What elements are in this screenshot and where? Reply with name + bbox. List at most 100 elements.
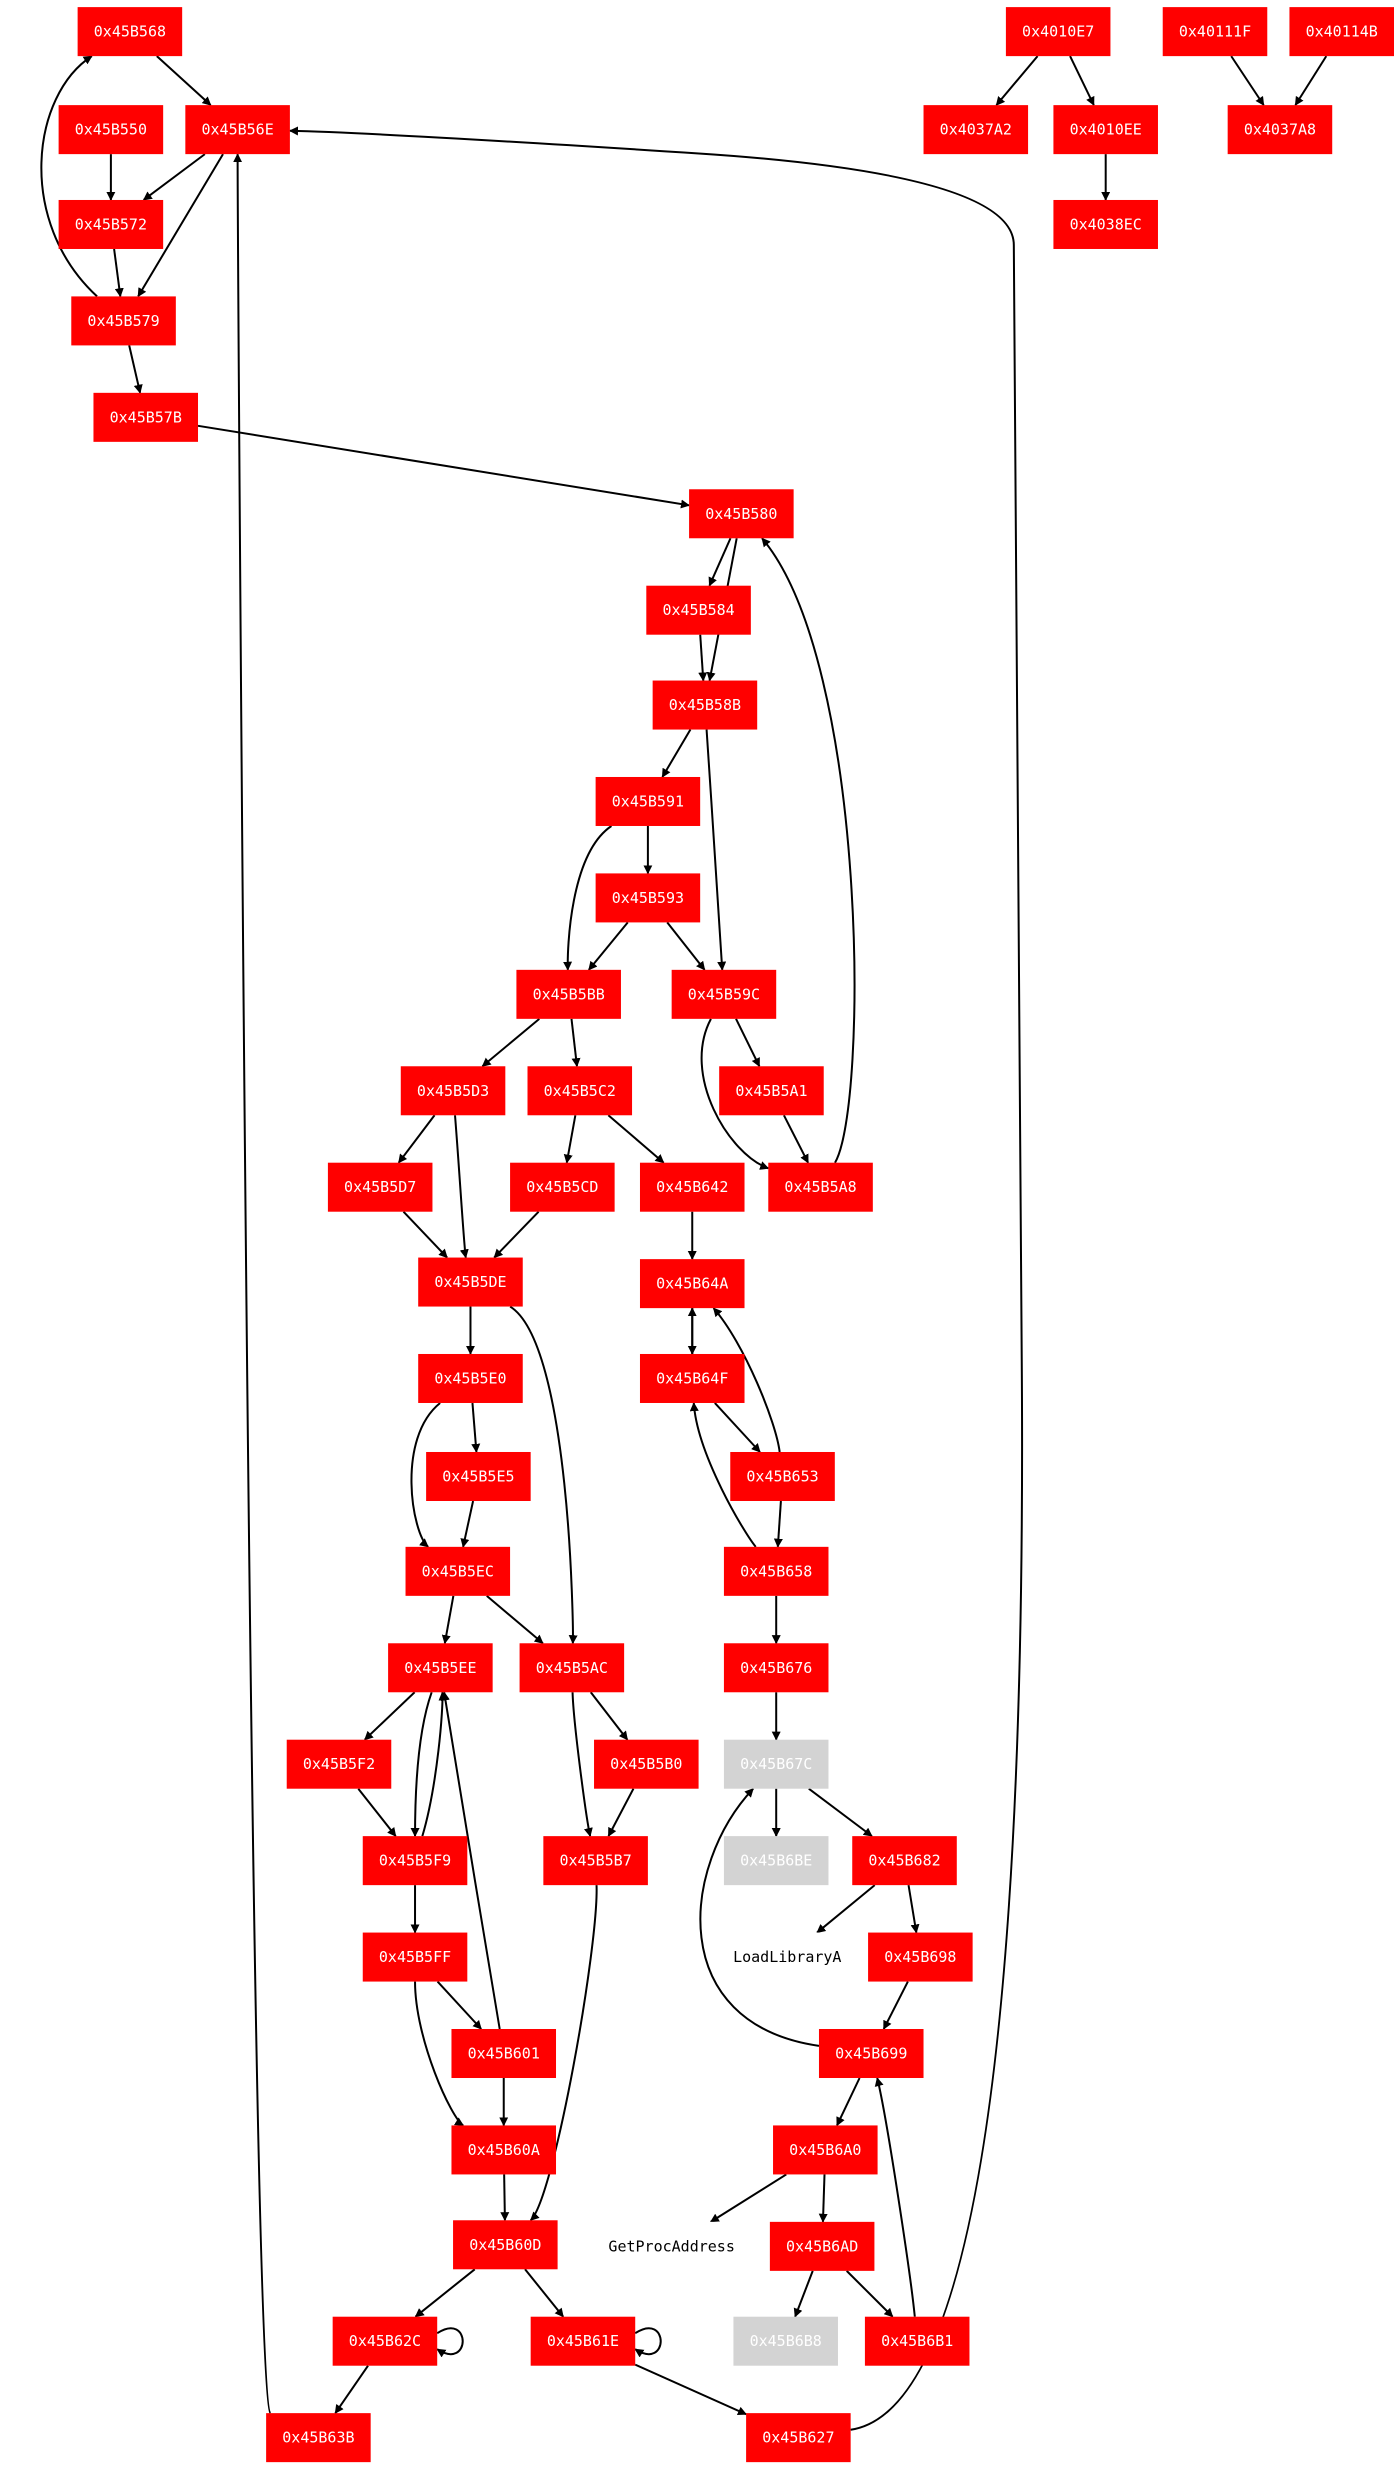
graph-node-601[interactable]: 0x45B601 (451, 2028, 557, 2079)
node-box (723, 1643, 829, 1693)
graph-node-5B0[interactable]: 0x45B5B0 (594, 1739, 699, 1789)
graph-node-5EC[interactable]: 0x45B5EC (405, 1546, 511, 1596)
graph-node-580[interactable]: 0x45B580 (689, 489, 794, 539)
node-box (266, 2413, 371, 2463)
graph-node-676[interactable]: 0x45B676 (723, 1643, 829, 1693)
graph-node-5BB[interactable]: 0x45B5BB (516, 969, 621, 1019)
node-box (362, 1836, 468, 1886)
graph-node-5A1[interactable]: 0x45B5A1 (719, 1066, 824, 1116)
graph-node-56E[interactable]: 0x45B56E (185, 105, 290, 155)
graph-node-5C2[interactable]: 0x45B5C2 (527, 1066, 633, 1116)
node-box (773, 2125, 878, 2175)
graph-node-64F[interactable]: 0x45B64F (639, 1353, 745, 1403)
graph-node-61E[interactable]: 0x45B61E (530, 2316, 636, 2366)
graph-node-58B[interactable]: 0x45B58B (652, 680, 758, 730)
edge-579-to-568 (40, 55, 98, 298)
graph-node-682[interactable]: 0x45B682 (852, 1836, 957, 1886)
node-box (646, 585, 751, 635)
graph-node-60D[interactable]: 0x45B60D (453, 2220, 558, 2270)
graph-node-10EE[interactable]: 0x4010EE (1053, 105, 1158, 155)
edge-58B-to-59C (705, 729, 727, 971)
node-label: 0x45B6B8 (750, 2332, 822, 2350)
edge-653-to-64A (712, 1307, 781, 1453)
graph-node-63B[interactable]: 0x45B63B (266, 2413, 371, 2463)
node-label: 0x45B698 (884, 1948, 956, 1966)
graph-node-60A[interactable]: 0x45B60A (451, 2125, 557, 2175)
node-box (600, 2221, 743, 2271)
graph-node-6B1[interactable]: 0x45B6B1 (864, 2316, 970, 2366)
graph-node-5DE[interactable]: 0x45B5DE (418, 1257, 523, 1307)
edge-5E5-to-5EC (460, 1500, 475, 1548)
node-label: 0x45B5EE (404, 1659, 476, 1677)
graph-node-38EC[interactable]: 0x4038EC (1053, 199, 1158, 249)
graph-node-593[interactable]: 0x45B593 (595, 873, 701, 923)
edge-568-to-56E (156, 55, 212, 106)
node-label: 0x45B5CD (526, 1178, 598, 1196)
graph-node-GPA[interactable]: GetProcAddress (600, 2221, 743, 2271)
node-label: LoadLibraryA (733, 1948, 841, 1966)
graph-node-5E5[interactable]: 0x45B5E5 (426, 1451, 531, 1501)
node-box (58, 199, 164, 249)
graph-node-5EE[interactable]: 0x45B5EE (388, 1643, 493, 1693)
node-box (868, 1932, 973, 1982)
graph-node-6BE[interactable]: 0x45B6BE (723, 1836, 829, 1886)
node-label: 0x45B60A (468, 2141, 540, 2159)
graph-node-5D3[interactable]: 0x45B5D3 (400, 1066, 506, 1116)
graph-node-568[interactable]: 0x45B568 (77, 7, 183, 57)
edge-57B-to-580 (197, 424, 690, 509)
node-label: 0x45B676 (740, 1659, 812, 1677)
graph-node-572[interactable]: 0x45B572 (58, 199, 164, 249)
graph-node-5E0[interactable]: 0x45B5E0 (418, 1353, 523, 1403)
graph-node-653[interactable]: 0x45B653 (730, 1451, 835, 1501)
edge-10E7-to-37A2 (995, 55, 1039, 106)
graph-node-5FF[interactable]: 0x45B5FF (362, 1932, 468, 1982)
edge-682-to-698 (907, 1884, 920, 1934)
graph-node-591[interactable]: 0x45B591 (595, 776, 701, 826)
graph-node-64A[interactable]: 0x45B64A (639, 1259, 745, 1309)
graph-node-57B[interactable]: 0x45B57B (93, 392, 199, 442)
graph-node-6B8[interactable]: 0x45B6B8 (733, 2316, 838, 2366)
edge-5D3-to-5D7 (397, 1114, 436, 1164)
edge-60D-to-62C (414, 2268, 476, 2318)
node-label: 0x45B5E5 (442, 1467, 514, 1485)
graph-node-6A0[interactable]: 0x45B6A0 (773, 2125, 878, 2175)
graph-node-67C[interactable]: 0x45B67C (723, 1739, 829, 1789)
graph-node-5F9[interactable]: 0x45B5F9 (362, 1836, 468, 1886)
graph-node-698[interactable]: 0x45B698 (868, 1932, 973, 1982)
graph-node-5D7[interactable]: 0x45B5D7 (327, 1162, 433, 1212)
graph-node-59C[interactable]: 0x45B59C (671, 969, 777, 1019)
node-label: 0x45B550 (75, 121, 147, 139)
graph-node-5CD[interactable]: 0x45B5CD (510, 1162, 615, 1212)
graph-node-5A8[interactable]: 0x45B5A8 (768, 1162, 873, 1212)
edge-698-to-699 (882, 1981, 909, 2030)
graph-node-5F2[interactable]: 0x45B5F2 (286, 1739, 392, 1789)
edge-699-to-6A0 (836, 2077, 861, 2127)
graph-node-642[interactable]: 0x45B642 (639, 1162, 745, 1212)
graph-node-62C[interactable]: 0x45B62C (332, 2316, 438, 2366)
node-label: 0x45B5EC (422, 1562, 494, 1580)
graph-node-111F[interactable]: 0x40111F (1162, 7, 1268, 57)
graph-node-5B7[interactable]: 0x45B5B7 (543, 1836, 648, 1886)
edge-591-to-5BB (563, 825, 612, 971)
node-label: 0x45B59C (688, 985, 760, 1003)
graph-node-584[interactable]: 0x45B584 (646, 585, 751, 635)
graph-node-5AC[interactable]: 0x45B5AC (519, 1643, 625, 1693)
graph-node-LLA[interactable]: LoadLibraryA (722, 1932, 853, 1982)
edges-layer (40, 55, 1328, 2431)
node-label: 0x4037A8 (1244, 121, 1316, 139)
graph-node-37A2[interactable]: 0x4037A2 (923, 105, 1029, 155)
graph-node-550[interactable]: 0x45B550 (58, 105, 164, 155)
graph-node-114B[interactable]: 0x40114B (1289, 7, 1394, 57)
graph-node-699[interactable]: 0x45B699 (818, 2028, 924, 2079)
edge-59C-to-5A1 (735, 1018, 761, 1068)
edge-584-to-58B (698, 634, 708, 682)
edge-56E-to-572 (142, 153, 206, 201)
graph-node-6AD[interactable]: 0x45B6AD (769, 2221, 875, 2271)
graph-node-579[interactable]: 0x45B579 (71, 296, 176, 346)
graph-node-627[interactable]: 0x45B627 (746, 2413, 851, 2463)
graph-node-658[interactable]: 0x45B658 (723, 1546, 829, 1596)
graph-node-10E7[interactable]: 0x4010E7 (1005, 7, 1111, 57)
edge-579-to-57B (128, 345, 143, 394)
graph-node-37A8[interactable]: 0x4037A8 (1227, 105, 1333, 155)
edge-5C2-to-642 (607, 1114, 665, 1164)
